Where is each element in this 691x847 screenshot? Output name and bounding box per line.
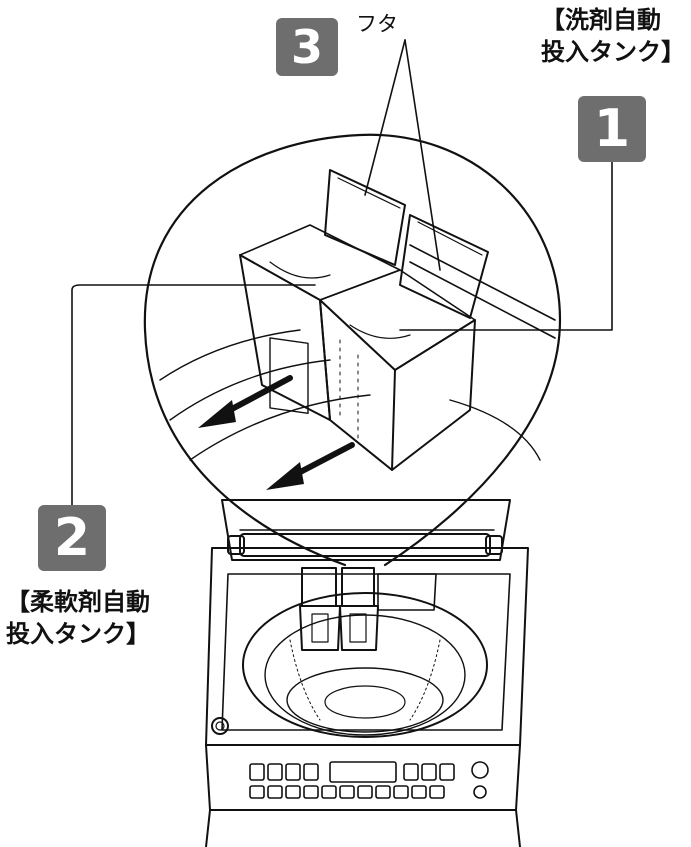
detergent-lid [399, 214, 489, 319]
top-frame [205, 547, 529, 746]
leader-line-2 [71, 284, 316, 506]
softener-lid [324, 169, 406, 266]
control-panel [205, 744, 521, 811]
panel-buttons [249, 761, 489, 799]
dial-knob-icon [211, 717, 229, 735]
detergent-tank-label: 【洗剤自動 投入タンク】 [541, 4, 685, 68]
hinge-bar [239, 533, 491, 557]
detergent-tank-label-line-1: 【洗剤自動 [541, 6, 661, 34]
washing-machine [205, 499, 529, 847]
leader-line-1 [399, 161, 613, 331]
callout-badge-2: 2 [38, 505, 106, 571]
tank-unit-zoom [239, 169, 489, 471]
washing-tub [242, 592, 488, 738]
leader-line-3a [364, 39, 406, 196]
leader-lines [71, 39, 613, 506]
tanks-in-machine [299, 567, 437, 651]
detergent-tank-label-line-2: 投入タンク】 [541, 38, 685, 66]
callout-badge-1: 1 [578, 96, 646, 162]
softener-tank-label-line-1: 【柔軟剤自動 [6, 588, 150, 616]
magnified-view [143, 133, 562, 567]
softener-tank-label-line-2: 投入タンク】 [6, 620, 150, 648]
softener-tank-label: 【柔軟剤自動 投入タンク】 [6, 586, 150, 650]
pulsator [286, 667, 444, 733]
callout-badge-3: 3 [276, 18, 338, 76]
lid-label: フタ [356, 12, 398, 36]
magnifier-outline [143, 133, 562, 567]
detergent-tank-front [319, 299, 396, 471]
leader-line-3b [404, 39, 441, 271]
